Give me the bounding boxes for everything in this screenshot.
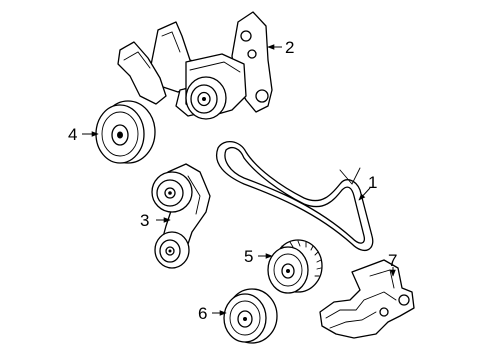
pulley-lower — [223, 288, 278, 344]
callout-4: 4 — [68, 125, 77, 144]
callout-6: 6 — [198, 304, 207, 323]
callout-7: 7 — [388, 251, 397, 270]
serpentine-belt — [216, 141, 374, 252]
pulley-upper — [95, 100, 156, 164]
callout-1: 1 — [368, 173, 377, 192]
callout-5: 5 — [244, 247, 253, 266]
tensioner-assembly — [117, 11, 273, 120]
callout-3: 3 — [140, 211, 149, 230]
callout-2: 2 — [285, 38, 294, 57]
callout-leader-1 — [358, 187, 371, 201]
idler-assembly — [151, 163, 211, 269]
mounting-bracket — [319, 259, 415, 339]
pulley-grooved — [267, 239, 323, 294]
